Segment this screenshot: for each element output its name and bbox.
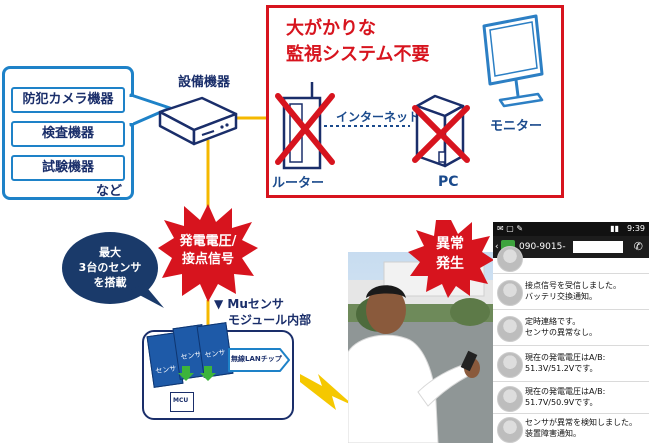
no-system-title-line1: 大がかりな — [286, 18, 376, 39]
signal-label: 発電電圧/ 接点信号 — [168, 233, 248, 269]
sender-avatar-icon — [497, 280, 523, 306]
router-icon — [275, 82, 335, 170]
status-icons: ✉ ▢ ✎ — [497, 224, 524, 233]
monitor-icon — [482, 14, 544, 108]
person-photo — [348, 252, 498, 443]
equipment-callout: 防犯カメラ機器 検査機器 試験機器 — [2, 66, 134, 200]
message-text: 現在の発電電圧はA/B: 51.7V/50.9Vです。 — [525, 387, 606, 407]
sensors-label-line2: 3台のセンサ — [78, 261, 142, 274]
pc-label: PC — [438, 174, 459, 190]
equipment-device-icon — [158, 96, 238, 146]
equipment-item-test: 試験機器 — [11, 155, 125, 181]
arrow-down-icon — [200, 366, 216, 381]
alert-label-line1: 異常 — [436, 236, 464, 252]
message-text: 定時連絡です。 センサの異常なし。 — [525, 317, 597, 337]
sensor-card-2-tag: センサ — [180, 350, 203, 362]
list-item[interactable]: 接点信号を受信しました。 バッテリ交換通知。 — [493, 274, 649, 310]
sensors-bubble — [62, 232, 164, 308]
mcu-chip-icon: MCU — [170, 392, 194, 412]
wireless-chip-label: 無線LANチップ — [231, 355, 282, 363]
signal-starburst-icon — [158, 204, 258, 302]
module-label-line2: モジュール内部 — [228, 313, 312, 327]
phone-number: 090-9015- — [519, 242, 566, 252]
pc-icon — [412, 94, 470, 168]
mcu-chip-label: MCU — [173, 397, 189, 404]
sensor-arrows — [178, 366, 216, 381]
alert-label: 異常 発生 — [414, 234, 486, 274]
router-label: ルーター — [272, 176, 325, 191]
sender-avatar-icon — [497, 417, 523, 443]
sender-avatar-icon — [497, 352, 523, 378]
equipment-etc-label: など — [96, 184, 123, 199]
sender-avatar-icon — [497, 246, 523, 272]
phone-number-redacted — [573, 241, 623, 253]
sensor-card-3-tag: センサ — [204, 348, 227, 360]
phone-status-bar: ✉ ▢ ✎ ▮▮ 9:39 — [493, 222, 649, 236]
module-arrow-icon: ▼ — [214, 297, 228, 311]
sender-avatar-icon — [497, 316, 523, 342]
no-system-title-line2: 監視システム不要 — [286, 44, 430, 65]
list-item[interactable]: センサが異常を検知しました。 装置障害通知。 — [493, 414, 649, 443]
arrow-down-icon — [178, 366, 194, 381]
wireless-chip-icon — [228, 348, 290, 372]
sensors-label-line3: を搭載 — [93, 276, 127, 289]
back-chevron-icon[interactable]: ‹ — [495, 242, 499, 252]
list-item[interactable]: 定時連絡です。 センサの異常なし。 — [493, 310, 649, 346]
monitor-label: モニター — [490, 119, 543, 134]
message-text: 現在の発電電圧はA/B: 51.3V/51.2Vです。 — [525, 353, 606, 373]
equipment-item-inspection: 検査機器 — [11, 121, 125, 147]
module-label-line1: ▼ Muセンサ — [214, 297, 284, 311]
call-icon[interactable]: ✆ — [633, 240, 643, 253]
message-text: 接点信号を受信しました。 バッテリ交換通知。 — [525, 281, 621, 301]
equipment-item-camera: 防犯カメラ機器 — [11, 87, 125, 113]
message-text: センサが異常を検知しました。 装置障害通知。 — [525, 418, 637, 438]
alert-label-line2: 発生 — [436, 256, 464, 272]
equipment-device-label: 設備機器 — [178, 75, 231, 90]
list-item[interactable]: 現在の発電電圧はA/B: 51.3V/51.2Vです。 — [493, 346, 649, 382]
sender-avatar-icon — [497, 386, 523, 412]
list-item[interactable] — [493, 246, 649, 274]
signal-icon: ▮▮ — [610, 224, 619, 233]
sensors-label: 最大 3台のセンサ を搭載 — [70, 245, 150, 290]
internet-label: インターネット — [336, 110, 421, 124]
signal-label-line2: 接点信号 — [181, 252, 234, 267]
sensors-label-line1: 最大 — [99, 246, 121, 259]
phone-screen: ✉ ▢ ✎ ▮▮ 9:39 ‹ 090-9015- ✆ 接点信号を受信しました。… — [493, 222, 649, 443]
phone-time: 9:39 — [627, 224, 645, 233]
internet-line — [324, 125, 410, 127]
signal-label-line1: 発電電圧/ — [179, 234, 237, 249]
lightning-bolt-icon — [300, 374, 354, 410]
list-item[interactable]: 現在の発電電圧はA/B: 51.7V/50.9Vです。 — [493, 382, 649, 414]
alert-starburst-icon — [408, 220, 494, 298]
